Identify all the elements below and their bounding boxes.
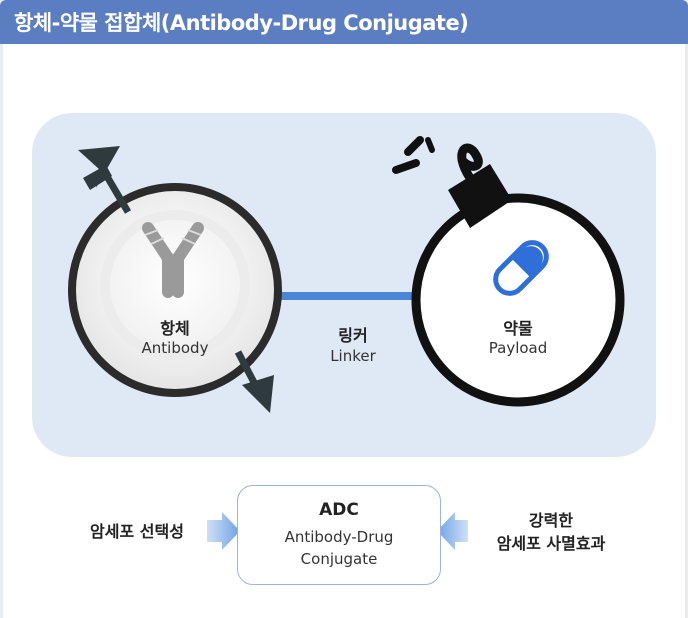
left-arrow-icon xyxy=(437,512,468,550)
right-arrow-icon xyxy=(207,512,240,550)
payload-label-en: Payload xyxy=(488,339,548,357)
adc-line1: Antibody-Drug xyxy=(284,528,394,546)
antibody-icon xyxy=(142,222,204,298)
linker-label-kr: 링커 xyxy=(338,326,368,345)
arrow-in-icon xyxy=(78,146,132,214)
linker-line xyxy=(270,292,432,300)
killing-effect-line1: 강력한 xyxy=(528,511,574,530)
linker-label-en: Linker xyxy=(330,347,376,365)
killing-effect-line2: 암세포 사멸효과 xyxy=(496,534,606,553)
payload-label-kr: 약물 xyxy=(503,319,533,338)
header-bar: 항체-약물 접합체(Antibody-Drug Conjugate) xyxy=(0,0,688,44)
adc-line2: Conjugate xyxy=(300,550,378,568)
cancer-selectivity-text: 암세포 선택성 xyxy=(90,522,184,541)
adc-box xyxy=(237,485,441,585)
antibody-label-kr: 항체 xyxy=(160,319,190,338)
pill-icon xyxy=(493,240,549,296)
bomb-icon xyxy=(392,136,625,407)
page-title: 항체-약물 접합체(Antibody-Drug Conjugate) xyxy=(14,11,469,35)
adc-title: ADC xyxy=(319,500,359,520)
antibody-label-en: Antibody xyxy=(141,339,209,357)
arrow-out-icon xyxy=(234,350,274,413)
